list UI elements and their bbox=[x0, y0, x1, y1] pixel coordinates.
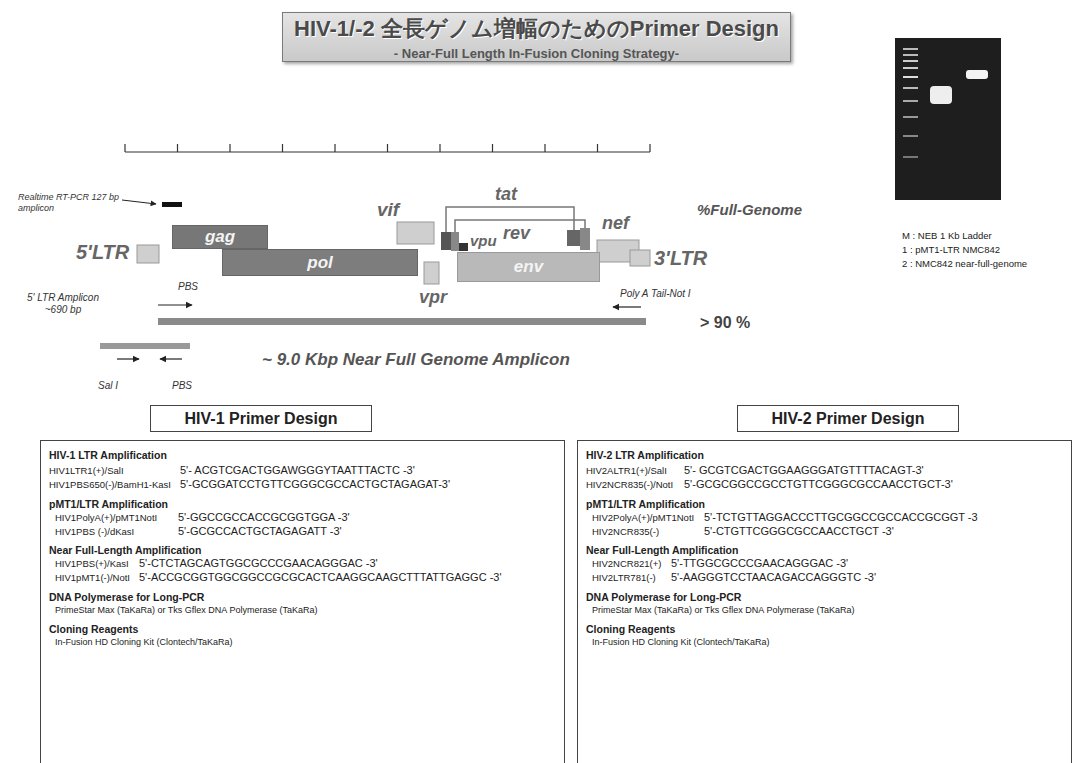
axis-label: %Full-Genome bbox=[697, 201, 802, 218]
tat-exon bbox=[441, 232, 451, 250]
amplicon-label: 5' LTR Amplicon ~690 bp bbox=[18, 292, 108, 316]
primer-sequence: 5'-GGCCGCCACCGCGGTGGA -3' bbox=[178, 511, 350, 523]
amplicon-label: ~ 9.0 Kbp Near Full Genome Amplicon bbox=[262, 350, 570, 370]
primer-sequence: 5'-CTCTAGCAGTGGCGCCCGAACAGGGAC -3' bbox=[139, 557, 378, 569]
primer-sequence: 5'-GCGCGGCCGCCTGTTCGGGCGCCAACCTGCT-3' bbox=[684, 478, 953, 490]
gel-legend: 1 : pMT1-LTR NMC842 bbox=[902, 244, 1000, 255]
reagent-note: PrimeStar Max (TaKaRa) or Tks Gflex DNA … bbox=[55, 605, 317, 615]
primer-sequence: 5'-AAGGGTCCTAACAGACCAGGGTC -3' bbox=[671, 571, 876, 583]
amplicon-bar bbox=[158, 318, 646, 325]
primer-sequence: 5'-TTGGCGCCCGAACAGGGAC -3' bbox=[671, 557, 848, 569]
gene-box: gag bbox=[172, 225, 268, 249]
primer-arrow bbox=[613, 306, 641, 307]
amplicon-bar bbox=[100, 343, 190, 349]
gene-label: rev bbox=[503, 223, 530, 244]
node-text: env bbox=[514, 257, 543, 277]
gene-label: tat bbox=[495, 184, 517, 205]
primer-sequence: 5'- ACGTCGACTGGAWGGGYTAATTTACTC -3' bbox=[180, 464, 415, 476]
primer-arrow bbox=[117, 358, 139, 359]
section-heading: Cloning Reagents bbox=[49, 623, 138, 635]
primer-name: HIV1pMT1(-)/NotI bbox=[55, 572, 130, 583]
section-heading: DNA Polymerase for Long-PCR bbox=[49, 591, 204, 603]
section-header: HIV-1 Primer Design bbox=[150, 405, 372, 432]
section-heading: pMT1/LTR Amplification bbox=[586, 498, 705, 510]
primer-name: HIV1PBS(+)/KasI bbox=[55, 558, 129, 569]
section-header: HIV-2 Primer Design bbox=[737, 405, 959, 432]
gel-image bbox=[895, 38, 1001, 200]
section-heading: HIV-2 LTR Amplification bbox=[586, 449, 704, 461]
callout-text: Realtime RT-PCR 127 bp amplicon bbox=[18, 192, 122, 214]
reagent-note: PrimeStar Max (TaKaRa) or Tks Gflex DNA … bbox=[592, 605, 854, 615]
gene-label: nef bbox=[602, 213, 629, 234]
node-text: HIV-2 Primer Design bbox=[772, 410, 925, 428]
leader-arrow bbox=[122, 200, 156, 204]
ltr-box bbox=[630, 250, 650, 266]
reagent-note: In-Fusion HD Cloning Kit (Clontech/TaKaR… bbox=[55, 637, 233, 647]
primer-name: HIV1PBS650(-)/BamH1-KasI bbox=[49, 479, 171, 490]
primer-name: HIV1PBS (-)/dKasI bbox=[55, 526, 134, 537]
primer-name: HIV2NCR835(-) bbox=[592, 526, 659, 537]
gel-legend: 2 : NMC842 near-full-genome bbox=[902, 258, 1027, 269]
gel-legend: M : NEB 1 Kb Ladder bbox=[902, 230, 992, 241]
primer-arrow bbox=[160, 358, 182, 359]
gene-label: vpu bbox=[470, 232, 497, 249]
node-text: HIV-1 Primer Design bbox=[185, 410, 338, 428]
region-label: 3'LTR bbox=[654, 247, 707, 270]
section-heading: HIV-1 LTR Amplification bbox=[49, 449, 167, 461]
gene-label: vpr bbox=[419, 287, 447, 308]
primer-panel: HIV-1 LTR AmplificationHIV1LTR1(+)/SalI 5… bbox=[40, 440, 565, 763]
section-heading: Cloning Reagents bbox=[586, 623, 675, 635]
site-label: PBS bbox=[172, 380, 192, 391]
percent-label: > 90 % bbox=[700, 314, 750, 332]
primer-name: HIV2NCR821(+) bbox=[592, 558, 661, 569]
scale-bar bbox=[125, 144, 650, 152]
rev-exon bbox=[451, 232, 459, 251]
gene-box: env bbox=[457, 252, 600, 282]
node-text: pol bbox=[307, 253, 333, 273]
primer-name: HIV1LTR1(+)/SalI bbox=[49, 465, 124, 476]
site-label: Sal I bbox=[98, 380, 118, 391]
title-text: HIV-1/-2 全長ゲノム増幅のためのPrimer Design bbox=[294, 14, 779, 44]
primer-sequence: 5'-CTGTTCGGGCGCCAACCTGCT -3' bbox=[704, 525, 894, 537]
primer-sequence: 5'-GCGCCACTGCTAGAGATT -3' bbox=[178, 525, 342, 537]
section-heading: Near Full-Length Amplification bbox=[49, 544, 201, 556]
tat-exon bbox=[567, 230, 580, 246]
gene-label: vif bbox=[377, 199, 399, 221]
primer-sequence: 5'-TCTGTTAGGACCCTTGCGGCCGCCACCGCGGT -3 bbox=[704, 511, 978, 523]
gene-box: pol bbox=[222, 249, 418, 276]
vif-box bbox=[397, 222, 434, 244]
vpr-box bbox=[424, 262, 439, 284]
primer-sequence: 5'- GCGTCGACTGGAAGGGATGTTTTACAGT-3' bbox=[684, 464, 924, 476]
primer-name: HIV2ALTR1(+)/SalI bbox=[586, 465, 667, 476]
primer-name: HIV2NCR835(-)/NotI bbox=[586, 479, 673, 490]
site-label: PBS bbox=[178, 281, 198, 292]
primer-sequence: 5'-GCGGATCCTGTTCGGGCGCCACTGCTAGAGAT-3' bbox=[180, 478, 450, 490]
amplicon-bar bbox=[162, 202, 182, 207]
section-heading: pMT1/LTR Amplification bbox=[49, 498, 168, 510]
section-heading: Near Full-Length Amplification bbox=[586, 544, 738, 556]
primer-name: HIV2LTR781(-) bbox=[592, 572, 656, 583]
primer-name: HIV2PolyA(+)/pMT1NotI bbox=[592, 512, 694, 523]
section-heading: DNA Polymerase for Long-PCR bbox=[586, 591, 741, 603]
reagent-note: In-Fusion HD Cloning Kit (Clontech/TaKaR… bbox=[592, 637, 770, 647]
region-label: 5'LTR bbox=[76, 241, 129, 264]
primer-name: HIV1PolyA(+)/pMT1NotI bbox=[55, 512, 157, 523]
ltr-box bbox=[137, 245, 159, 263]
subtitle-text: - Near-Full Length In-Fusion Cloning Str… bbox=[394, 46, 679, 61]
node-text: gag bbox=[205, 227, 235, 247]
site-label: Poly A Tail-Not I bbox=[620, 288, 691, 299]
primer-sequence: 5'-ACCGCGGTGGCGGCCGCGCACTCAAGGCAAGCTTTAT… bbox=[139, 571, 502, 583]
title-banner: HIV-1/-2 全長ゲノム増幅のためのPrimer Design - Near-… bbox=[282, 12, 791, 62]
vpu-box bbox=[459, 243, 468, 251]
rev-exon bbox=[580, 228, 590, 250]
primer-arrow bbox=[158, 304, 192, 305]
primer-panel: HIV-2 LTR AmplificationHIV2ALTR1(+)/SalI… bbox=[577, 440, 1072, 763]
